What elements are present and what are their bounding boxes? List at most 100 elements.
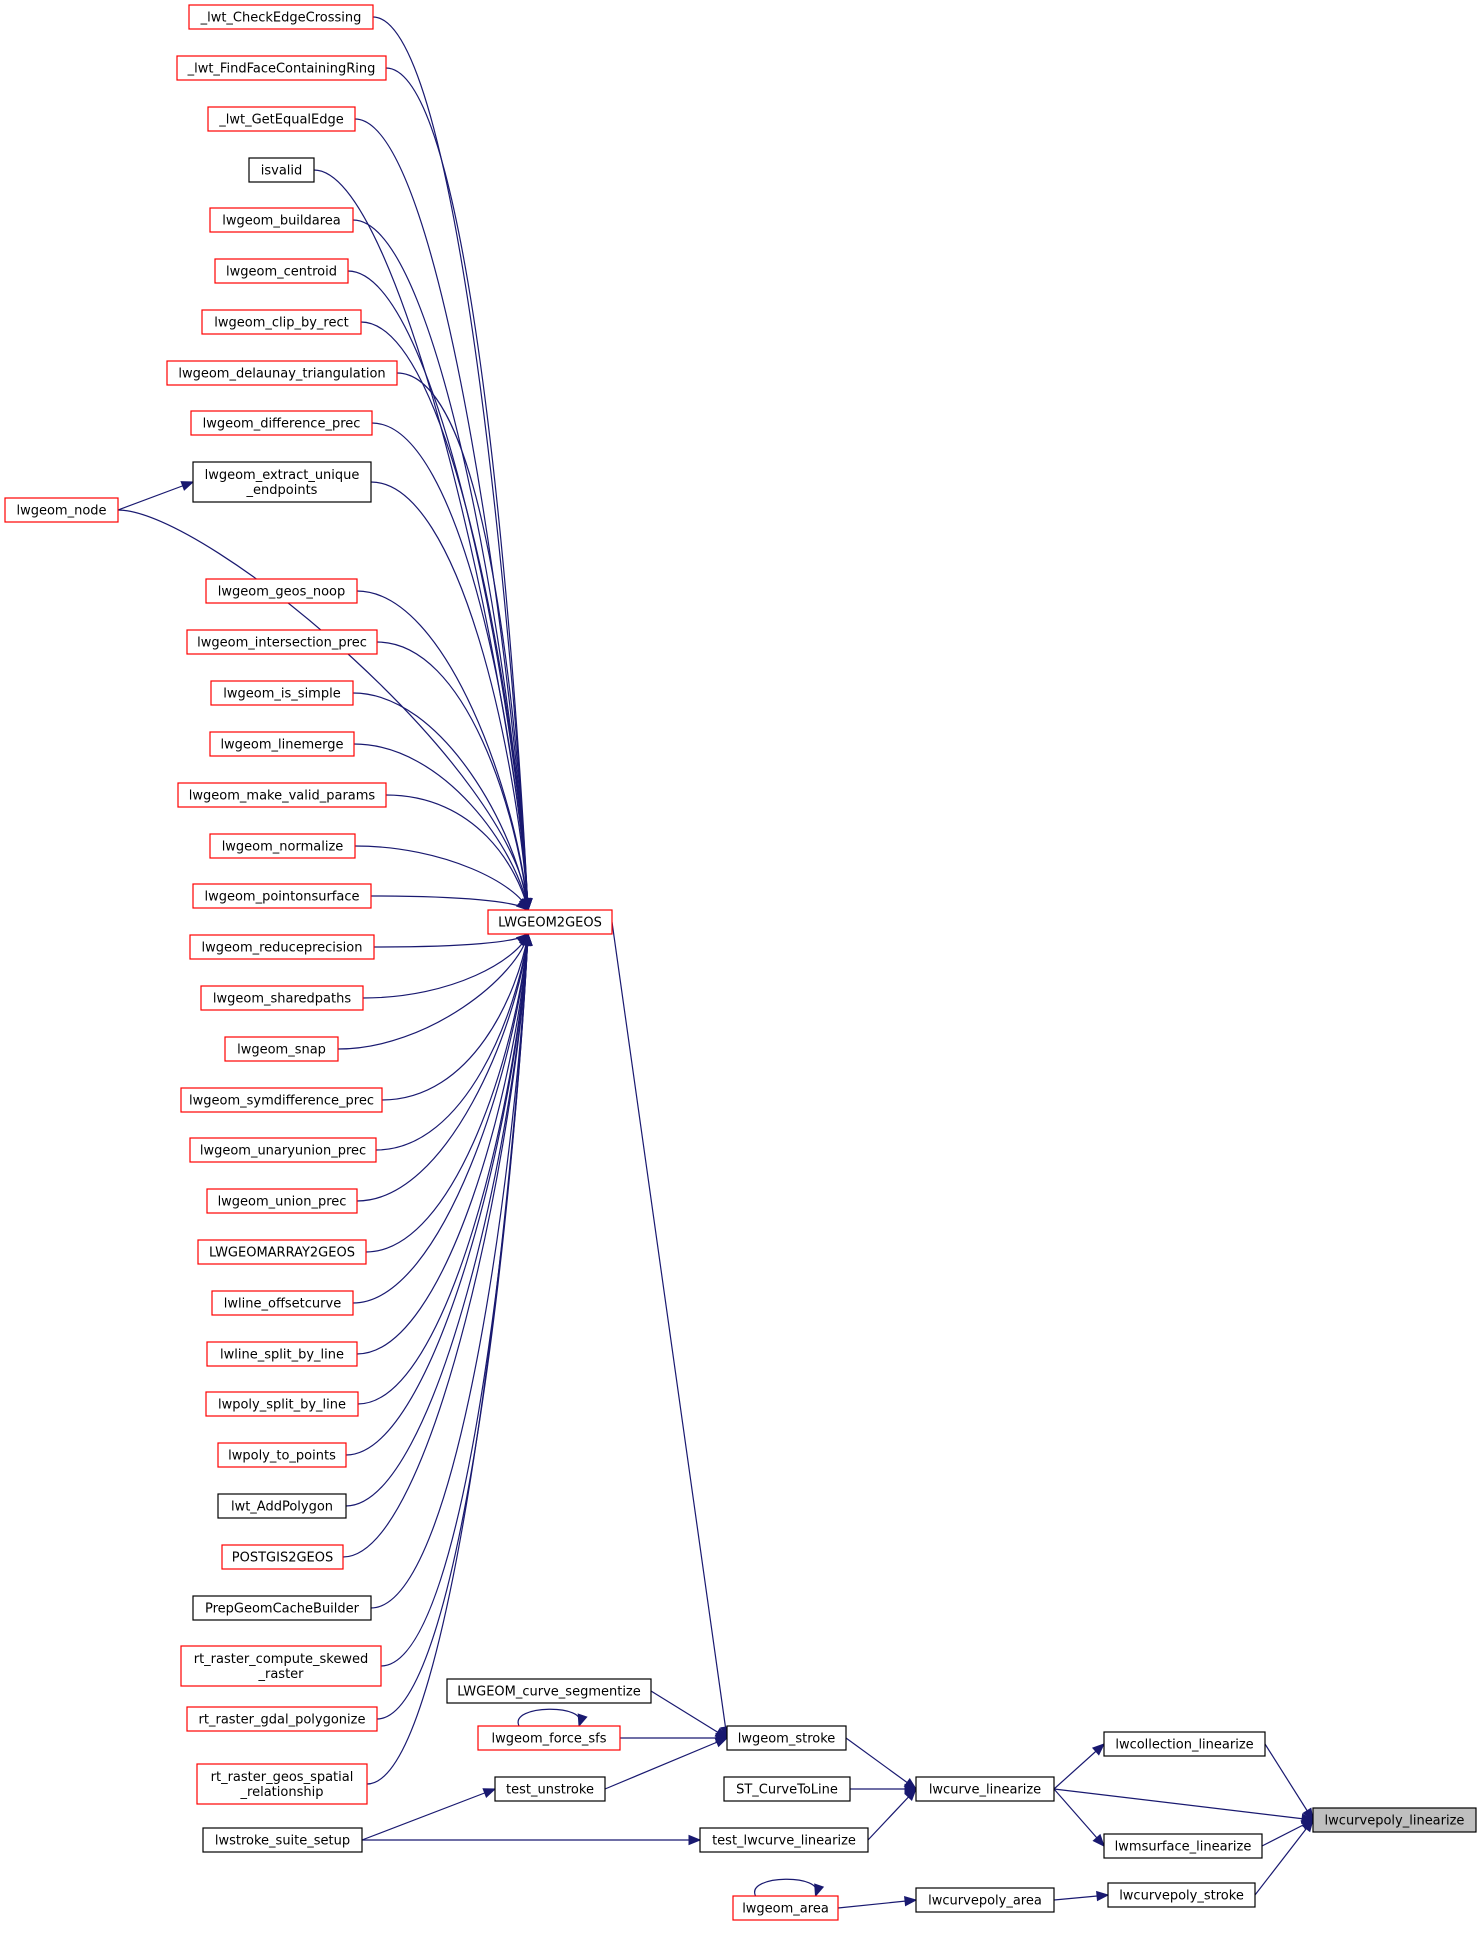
node-label: lwgeom_delaunay_triangulation: [178, 367, 385, 382]
node-box: [214, 258, 349, 284]
node-lwgeom-area[interactable]: lwgeom_area: [732, 1895, 839, 1921]
node-box: [202, 1827, 363, 1853]
node-lwcurvepoly-linearize[interactable]: lwcurvepoly_linearize: [1312, 1807, 1477, 1833]
nodes-layer: _lwt_CheckEdgeCrossing _lwt_FindFaceConta…: [4, 4, 1477, 1921]
node-test-lwcurve-linearize[interactable]: test_lwcurve_linearize: [699, 1827, 869, 1853]
node-lwgeom-is-simple[interactable]: lwgeom_is_simple: [210, 680, 354, 706]
node-isvalid[interactable]: isvalid: [248, 157, 315, 183]
edge: [517, 1708, 588, 1728]
node-label: rt_raster_gdal_polygonize: [199, 1713, 366, 1728]
node-label: lwgeom_geos_noop: [218, 585, 346, 600]
node-lwcurvepoly-area[interactable]: lwcurvepoly_area: [915, 1887, 1055, 1913]
node-lwt-findfacecontainingring[interactable]: _lwt_FindFaceContainingRing: [176, 55, 387, 81]
node-label: _endpoints: [246, 483, 318, 498]
node-lwcurve-linearize[interactable]: lwcurve_linearize: [915, 1776, 1055, 1802]
node-lwgeom-intersection-prec[interactable]: lwgeom_intersection_prec: [186, 629, 378, 655]
node-lwgeom-force-sfs[interactable]: lwgeom_force_sfs: [477, 1725, 621, 1751]
node-lwline-offsetcurve[interactable]: lwline_offsetcurve: [211, 1290, 354, 1316]
node-lwgeom-curve-segmentize[interactable]: LWGEOM_curve_segmentize: [446, 1678, 652, 1704]
node-lwgeom-geos-noop[interactable]: lwgeom_geos_noop: [205, 578, 358, 604]
edge: [366, 932, 533, 1785]
node-lwgeom-node[interactable]: lwgeom_node: [4, 497, 119, 523]
edge: [372, 16, 533, 912]
edge: [1053, 1890, 1110, 1902]
node-lwgeom-union-prec[interactable]: lwgeom_union_prec: [206, 1188, 358, 1214]
edge: [620, 1732, 729, 1744]
edge-arrowhead: [1091, 1743, 1105, 1756]
node-lwpoly-split-by-line[interactable]: lwpoly_split_by_line: [205, 1391, 359, 1417]
node-rt-raster-compute-skewed-raster[interactable]: rt_raster_compute_skewed_raster: [180, 1645, 382, 1687]
node-lwt-getequaledge[interactable]: _lwt_GetEqualEdge: [207, 106, 356, 132]
node-box: [494, 1776, 606, 1802]
node-label: lwgeom_stroke: [738, 1732, 836, 1747]
node-lwcollection-linearize[interactable]: lwcollection_linearize: [1103, 1731, 1266, 1757]
edge-arrowhead: [482, 1788, 497, 1799]
node-prepgeomcachebuilder[interactable]: PrepGeomCacheBuilder: [192, 1595, 372, 1621]
node-lwgeom2geos[interactable]: LWGEOM2GEOS: [487, 909, 613, 935]
node-box: [186, 1706, 378, 1732]
node-lwgeom-make-valid-params[interactable]: lwgeom_make_valid_params: [177, 782, 387, 808]
edge: [867, 1788, 917, 1841]
edge-arrowhead: [714, 1737, 729, 1748]
node-lwgeom-centroid[interactable]: lwgeom_centroid: [214, 258, 349, 284]
node-lwpoly-to-points[interactable]: lwpoly_to_points: [217, 1442, 347, 1468]
node-label: lwgeom_union_prec: [218, 1195, 347, 1210]
node-box: [210, 680, 354, 706]
node-lwline-split-by-line[interactable]: lwline_split_by_line: [206, 1341, 358, 1367]
node-box: [915, 1887, 1055, 1913]
edge: [754, 1878, 825, 1898]
node-lwt-checkedgecrossing[interactable]: _lwt_CheckEdgeCrossing: [188, 4, 374, 30]
node-rt-raster-geos-spatial-relationship[interactable]: rt_raster_geos_spatial_relationship: [196, 1763, 368, 1805]
node-box: [487, 909, 613, 935]
node-lwgeom-stroke[interactable]: lwgeom_stroke: [726, 1725, 847, 1751]
edge-arrowhead: [814, 1883, 825, 1898]
edge-line: [352, 692, 529, 911]
node-lwgeom-unaryunion-prec[interactable]: lwgeom_unaryunion_prec: [189, 1137, 377, 1163]
edge-line: [117, 509, 529, 911]
node-lwcurvepoly-stroke[interactable]: lwcurvepoly_stroke: [1107, 1882, 1256, 1908]
node-lwgeom-reduceprecision[interactable]: lwgeom_reduceprecision: [189, 934, 375, 960]
node-lwgeom-sharedpaths[interactable]: lwgeom_sharedpaths: [200, 985, 364, 1011]
edge-line: [353, 743, 529, 911]
node-lwgeom-clip-by-rect[interactable]: lwgeom_clip_by_rect: [201, 309, 362, 335]
edge-line: [381, 933, 529, 1101]
edge-arrowhead: [904, 1788, 917, 1801]
node-lwgeom-snap[interactable]: lwgeom_snap: [224, 1036, 339, 1062]
node-box: [166, 360, 398, 386]
node-lwstroke-suite-setup[interactable]: lwstroke_suite_setup: [202, 1827, 363, 1853]
edge-arrowhead: [515, 898, 529, 911]
node-label: isvalid: [261, 164, 303, 179]
node-lwgeom-buildarea[interactable]: lwgeom_buildarea: [209, 207, 354, 233]
node-label: test_unstroke: [506, 1783, 594, 1798]
node-st-curvetoline[interactable]: ST_CurveToLine: [723, 1776, 851, 1802]
node-lwgeom-extract-unique-endpoints[interactable]: lwgeom_extract_unique_endpoints: [192, 461, 372, 503]
node-rt-raster-gdal-polygonize[interactable]: rt_raster_gdal_polygonize: [186, 1706, 378, 1732]
node-box: [176, 55, 387, 81]
node-lwgeom-pointonsurface[interactable]: lwgeom_pointonsurface: [192, 883, 372, 909]
node-box: [189, 1137, 377, 1163]
node-label: _relationship: [240, 1785, 324, 1800]
edge-line: [370, 481, 529, 911]
node-box: [477, 1725, 621, 1751]
node-label: LWGEOM2GEOS: [498, 916, 602, 931]
edge-line: [342, 933, 529, 1558]
node-lwgeom-linemerge[interactable]: lwgeom_linemerge: [209, 731, 355, 757]
node-label: lwgeom_pointonsurface: [204, 890, 359, 905]
node-lwgeom-difference-prec[interactable]: lwgeom_difference_prec: [190, 410, 373, 436]
node-lwgeom-delaunay-triangulation[interactable]: lwgeom_delaunay_triangulation: [166, 360, 398, 386]
node-box: [177, 782, 387, 808]
node-postgis2geos[interactable]: POSTGIS2GEOS: [221, 1544, 344, 1570]
edge: [1053, 1743, 1105, 1790]
node-box: [217, 1442, 347, 1468]
node-test-unstroke[interactable]: test_unstroke: [494, 1776, 606, 1802]
node-lwgeomarray2geos[interactable]: LWGEOMARRAY2GEOS: [197, 1239, 367, 1265]
node-box: [197, 1239, 367, 1265]
edge: [376, 641, 532, 912]
edge: [361, 1788, 497, 1841]
node-lwgeom-normalize[interactable]: lwgeom_normalize: [209, 833, 356, 859]
node-box: [726, 1725, 847, 1751]
node-lwmsurface-linearize[interactable]: lwmsurface_linearize: [1103, 1833, 1263, 1859]
node-box: [221, 1544, 344, 1570]
node-lwgeom-symdifference-prec[interactable]: lwgeom_symdifference_prec: [180, 1087, 383, 1113]
node-lwt-addpolygon[interactable]: lwt_AddPolygon: [217, 1493, 347, 1519]
